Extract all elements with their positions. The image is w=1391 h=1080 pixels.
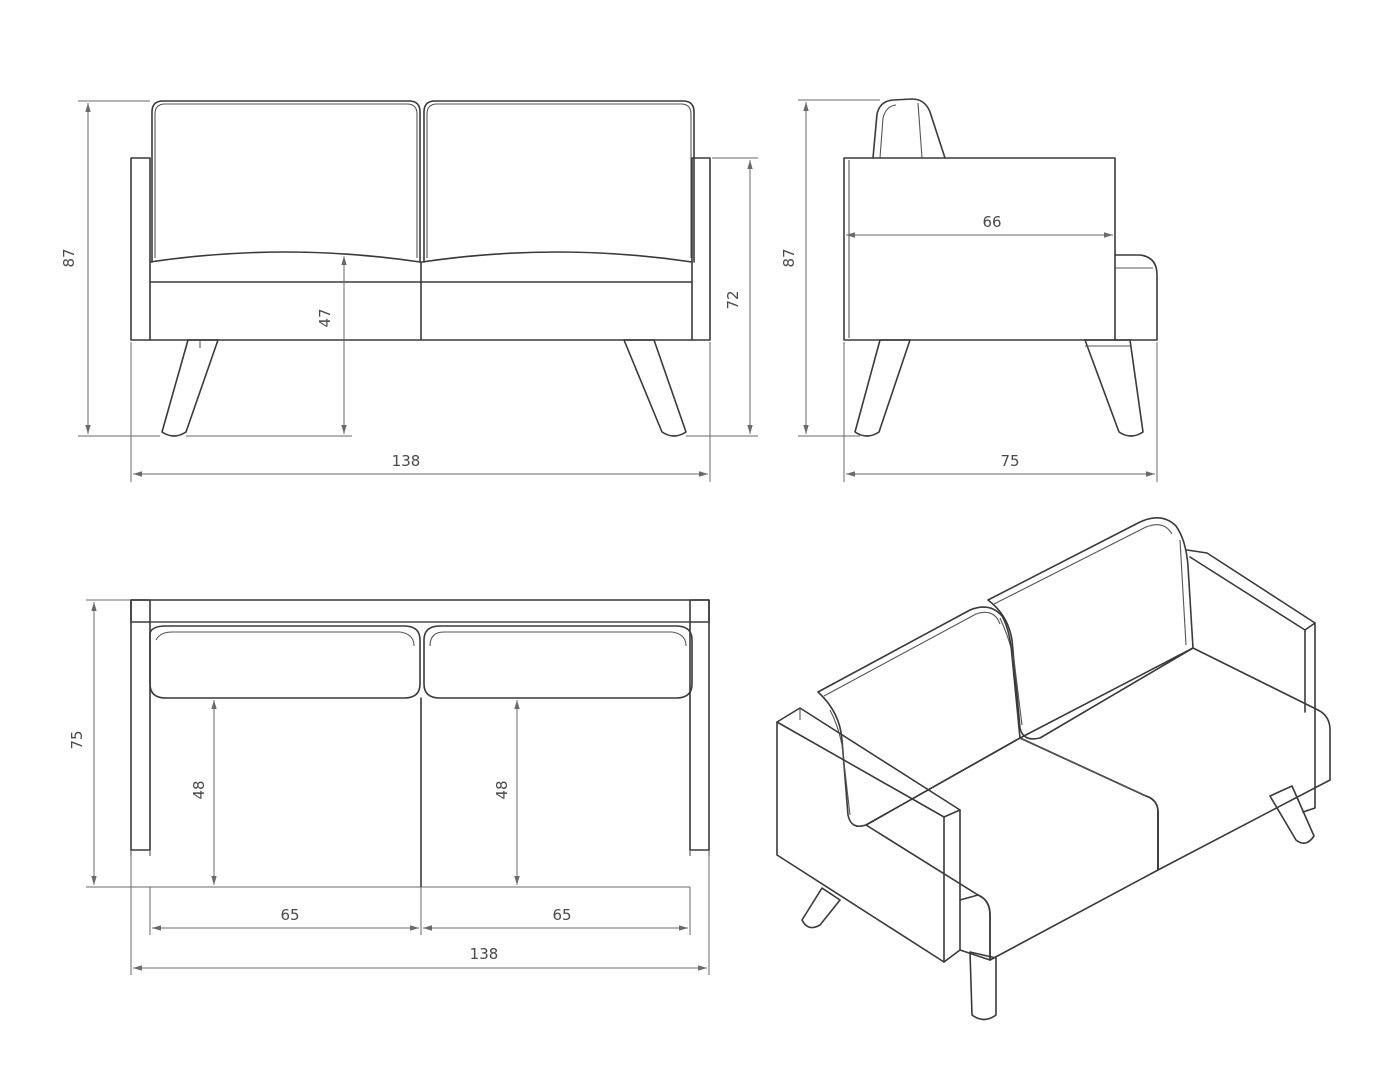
front-leg-left bbox=[161, 339, 219, 437]
top-view bbox=[130, 599, 710, 888]
top-backrest bbox=[130, 599, 710, 623]
isometric-view bbox=[776, 517, 1331, 1021]
top-arm-left bbox=[130, 599, 151, 851]
iso-arm-left bbox=[776, 707, 961, 818]
side-leg-back bbox=[854, 339, 911, 437]
top-arm-right bbox=[689, 599, 710, 851]
side-arm-panel bbox=[843, 157, 1116, 341]
top-dimensions: 75 48 48 65 65 138 bbox=[68, 599, 710, 975]
dim-top-depth-total: 75 bbox=[68, 730, 86, 749]
dim-front-width: 138 bbox=[392, 452, 421, 470]
dim-top-width: 138 bbox=[470, 945, 499, 963]
front-seat-cushion-left bbox=[149, 251, 421, 263]
side-dimensions: 87 66 75 bbox=[780, 99, 1158, 482]
dim-side-depth-total: 75 bbox=[1000, 452, 1019, 470]
side-leg-front bbox=[1084, 339, 1144, 437]
side-back-cushion bbox=[872, 98, 946, 159]
dim-top-cushion-depth-left: 48 bbox=[190, 780, 208, 799]
dim-front-height-total: 87 bbox=[60, 248, 78, 267]
top-back-cushion-left bbox=[149, 625, 421, 699]
dim-front-arm-height: 72 bbox=[724, 290, 742, 309]
side-view bbox=[843, 98, 1158, 437]
front-arm-left bbox=[130, 157, 151, 341]
iso-arm-right bbox=[1302, 622, 1316, 813]
front-back-cushion-left bbox=[151, 100, 421, 263]
dim-front-seat-height: 47 bbox=[316, 308, 334, 327]
front-dimensions: 87 47 72 138 bbox=[60, 100, 758, 482]
front-leg-right bbox=[623, 339, 687, 437]
front-arm-right bbox=[691, 157, 711, 341]
iso-back-cushion-right bbox=[987, 517, 1194, 740]
iso-leg-front-left bbox=[801, 887, 841, 929]
side-seat-front bbox=[1114, 254, 1158, 341]
front-view bbox=[130, 100, 711, 437]
iso-back-cushion-left bbox=[817, 606, 1021, 828]
iso-leg-front-right bbox=[969, 951, 997, 1021]
dim-top-cushion-depth-right: 48 bbox=[493, 780, 511, 799]
dim-side-height-total: 87 bbox=[780, 248, 798, 267]
iso-leg-back-right bbox=[1269, 785, 1315, 844]
front-seat-cushion-right bbox=[421, 251, 693, 263]
dim-top-cushion-width-left: 65 bbox=[280, 906, 299, 924]
top-back-cushion-right bbox=[423, 625, 693, 699]
front-back-cushion-right bbox=[423, 100, 695, 263]
dim-top-cushion-width-right: 65 bbox=[552, 906, 571, 924]
dim-side-seat-depth: 66 bbox=[982, 213, 1001, 231]
iso-seat-cushion-left bbox=[865, 737, 1159, 961]
